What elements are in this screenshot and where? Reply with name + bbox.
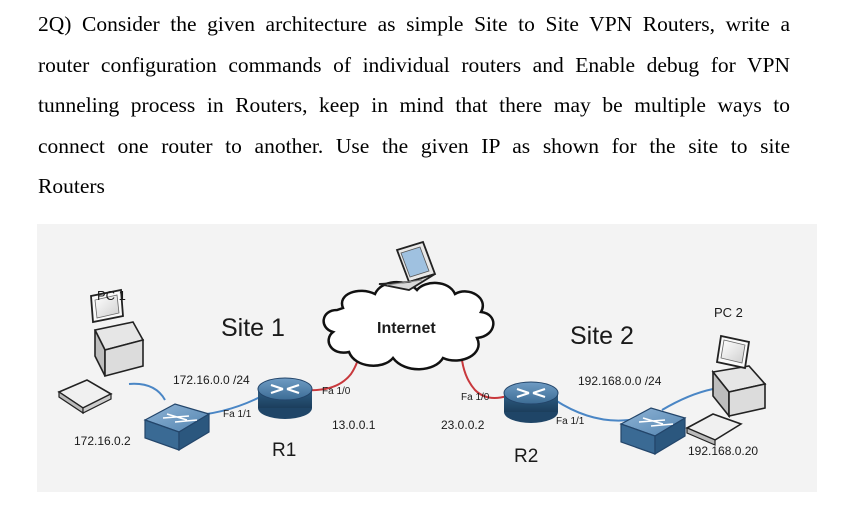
question-line-5: Routers (38, 174, 105, 198)
pc1-label: PC 1 (97, 288, 126, 303)
site1-label: Site 1 (221, 314, 285, 342)
question-line-2: router configuration commands of individ… (38, 52, 790, 77)
question-line-1: 2Q) Consider the given architecture as s… (38, 12, 790, 36)
r1-wan-ip-label: 13.0.0.1 (332, 418, 376, 432)
pc1-computer-icon (57, 288, 145, 415)
r2-switch2-link (554, 399, 630, 422)
pc1-ip-label: 172.16.0.2 (74, 434, 131, 448)
pc2-computer-icon (685, 334, 767, 446)
pc2-ip-label: 192.168.0.20 (688, 444, 759, 458)
site1-network-label: 172.16.0.0 /24 (173, 373, 250, 387)
site2-label: Site 2 (570, 322, 634, 350)
network-diagram-graphic (37, 224, 817, 492)
question-line-4: connect one router to another. Use the g… (38, 133, 790, 158)
network-diagram: PC 1 Site 1 Internet Site 2 PC 2 172.16.… (37, 224, 817, 492)
question-line-3: tunneling process in Routers, keep in mi… (38, 93, 790, 117)
r2-wan-ip-label: 23.0.0.2 (441, 418, 485, 432)
r1-label: R1 (272, 440, 297, 461)
switch2-icon (619, 407, 687, 456)
question-text: 2Q) Consider the given architecture as s… (38, 4, 790, 207)
pc2-label: PC 2 (714, 305, 743, 320)
r2-wan-interface-label: Fa 1/0 (461, 392, 490, 403)
r1-lan-interface-label: Fa 1/1 (223, 409, 252, 420)
internet-label: Internet (377, 320, 436, 337)
r2-internet-link (460, 345, 508, 399)
r2-lan-interface-label: Fa 1/1 (556, 416, 585, 427)
router-r2-icon (503, 381, 559, 423)
switch2-pc2-link (661, 388, 714, 411)
router-r1-icon (257, 377, 313, 419)
pc1-switch-link (128, 382, 166, 401)
r2-label: R2 (514, 446, 539, 467)
switch1-icon (143, 403, 211, 452)
laptop-icon (378, 240, 437, 291)
r1-wan-interface-label: Fa 1/0 (322, 386, 351, 397)
site2-network-label: 192.168.0.0 /24 (578, 374, 662, 388)
